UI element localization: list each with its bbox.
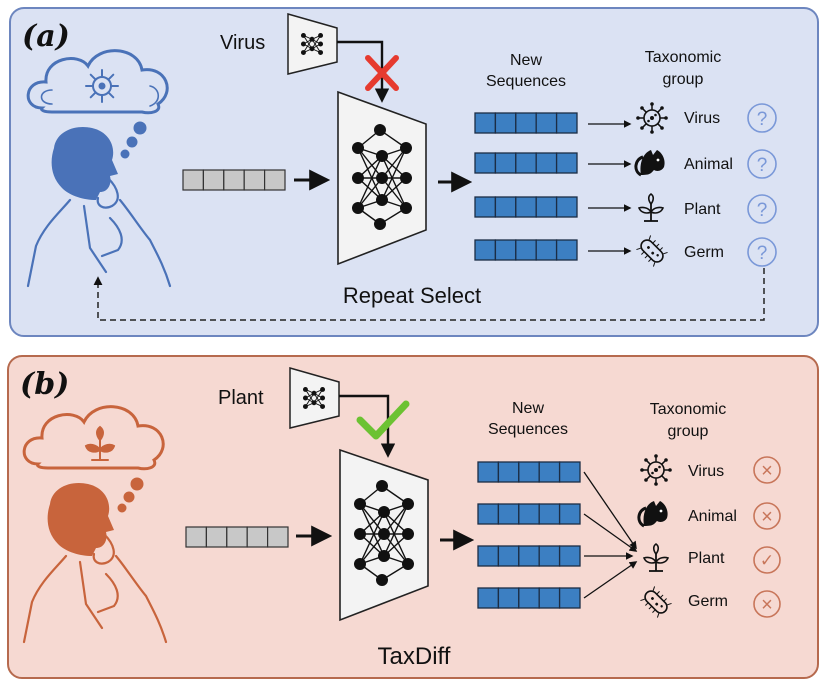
generative-model-b bbox=[339, 448, 429, 622]
accept-check-icon bbox=[356, 400, 410, 440]
status-question-animal: ? bbox=[757, 155, 768, 176]
panel-a-tag: (a) bbox=[22, 19, 70, 54]
question-marks bbox=[747, 103, 777, 267]
panel-a-group-virus: Virus bbox=[684, 110, 720, 127]
output-sequence-b-1 bbox=[477, 461, 581, 483]
conditioning-network-b bbox=[289, 367, 340, 429]
status-question-plant: ? bbox=[757, 200, 768, 221]
panel-b-tag: (b) bbox=[20, 367, 69, 402]
output-sequence-a-3 bbox=[474, 196, 578, 218]
panel-a: (a) Virus bbox=[9, 7, 819, 337]
status-cross-germ: × bbox=[761, 594, 773, 616]
output-sequence-a-1 bbox=[474, 112, 578, 134]
output-sequence-b-4 bbox=[477, 587, 581, 609]
panel-a-group-plant: Plant bbox=[684, 201, 721, 218]
thought-cloud-icon-b bbox=[22, 405, 165, 471]
generative-model-a bbox=[337, 90, 427, 266]
panel-a-sequences-header-1: New bbox=[510, 52, 542, 69]
status-check-plant: ✓ bbox=[760, 551, 774, 570]
panel-a-taxonomic-header-2: group bbox=[663, 71, 704, 88]
output-sequence-b-2 bbox=[477, 503, 581, 525]
panel-b-caption: TaxDiff bbox=[378, 643, 451, 670]
virus-icon-b bbox=[639, 453, 673, 487]
conditioning-network-a bbox=[287, 13, 338, 75]
panel-b-taxonomic-header-2: group bbox=[668, 423, 709, 440]
scientist-illustration-b bbox=[22, 405, 168, 644]
panel-a-taxonomic-header-1: Taxonomic bbox=[645, 49, 721, 66]
condition-arrow-a bbox=[337, 40, 390, 103]
output-sequence-a-2 bbox=[474, 152, 578, 174]
panel-b: (b) Plant bbox=[7, 355, 819, 679]
panel-b-sequences-header-2: Sequences bbox=[488, 421, 568, 438]
status-cross-animal: × bbox=[761, 506, 773, 528]
status-question-virus: ? bbox=[757, 109, 768, 130]
reject-cross-icon bbox=[365, 55, 399, 91]
plant-thought-icon bbox=[84, 425, 116, 461]
panel-b-group-virus: Virus bbox=[688, 463, 724, 480]
converging-arrows bbox=[583, 471, 638, 599]
panel-a-sequences-header-2: Sequences bbox=[486, 73, 566, 90]
repeat-loop-arrow bbox=[93, 268, 765, 321]
input-sequence-b bbox=[185, 526, 289, 548]
status-cross-virus: × bbox=[761, 460, 773, 482]
status-question-germ: ? bbox=[757, 243, 768, 264]
panel-b-group-animal: Animal bbox=[688, 508, 737, 525]
panel-b-sequences-header-1: New bbox=[512, 400, 544, 417]
input-sequence-a bbox=[182, 169, 286, 191]
thought-cloud-icon bbox=[26, 49, 169, 115]
person-head-a bbox=[51, 126, 118, 200]
condition-arrow-b bbox=[339, 394, 396, 458]
output-sequence-b-3 bbox=[477, 545, 581, 567]
scientist-illustration-a bbox=[26, 49, 172, 288]
panel-a-input-label: Virus bbox=[220, 32, 265, 54]
panel-a-caption: Repeat Select bbox=[343, 283, 481, 308]
virus-thought-icon bbox=[85, 69, 119, 103]
panel-b-group-germ: Germ bbox=[688, 593, 728, 610]
panel-b-taxonomic-header-1: Taxonomic bbox=[650, 401, 726, 418]
status-circles bbox=[753, 456, 781, 618]
panel-a-group-germ: Germ bbox=[684, 244, 724, 261]
panel-a-group-animal: Animal bbox=[684, 156, 733, 173]
virus-icon bbox=[635, 101, 669, 135]
panel-b-group-plant: Plant bbox=[688, 550, 725, 567]
person-head-b bbox=[47, 482, 114, 556]
panel-b-input-label: Plant bbox=[218, 387, 264, 409]
output-sequence-a-4 bbox=[474, 239, 578, 261]
